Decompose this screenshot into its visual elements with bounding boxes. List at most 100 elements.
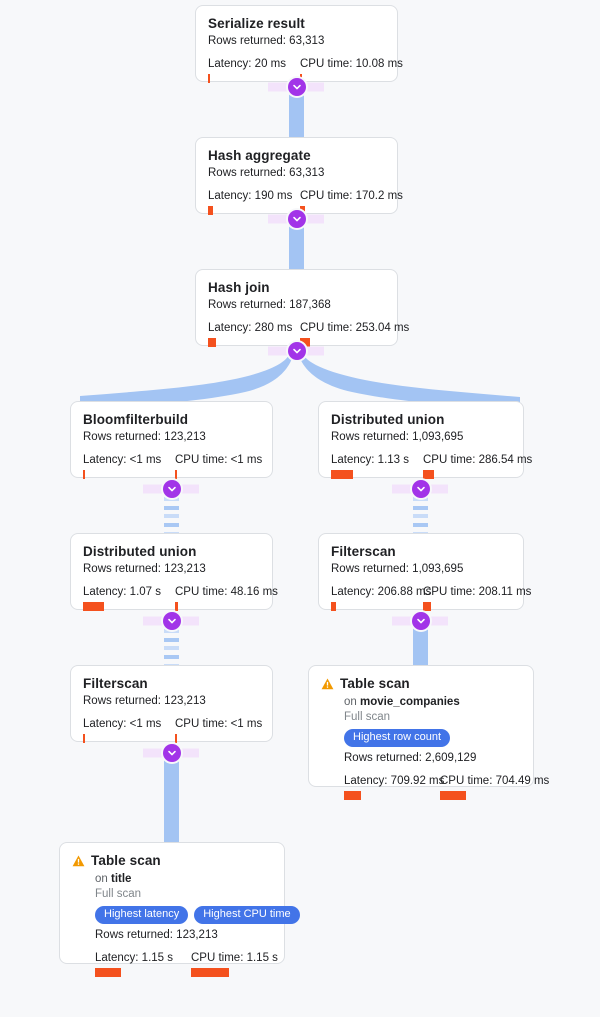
table-name: movie_companies — [360, 696, 460, 708]
cpu-bar — [300, 206, 305, 215]
collapse-handle-filterscan-left[interactable] — [163, 744, 181, 762]
node-hash-join[interactable]: Hash join Rows returned: 187,368 Latency… — [195, 269, 409, 347]
latency-metric: Latency: 709.92 ms — [344, 774, 445, 800]
collapse-handle-distributed-union-left[interactable] — [163, 612, 181, 630]
node-table-scan-movie-companies[interactable]: Table scan on movie_companies Full scan … — [308, 665, 549, 800]
collapse-handle-filterscan-right[interactable] — [412, 612, 430, 630]
node-header: Table scan — [72, 852, 272, 872]
node-distributed-union-right[interactable]: Distributed union Rows returned: 1,093,6… — [318, 401, 532, 479]
node-title: Serialize result — [208, 16, 305, 31]
cpu-bar — [423, 602, 431, 611]
cpu-label: CPU time: 10.08 ms — [300, 58, 403, 70]
rows-returned: Rows returned: 123,213 — [83, 695, 206, 707]
cpu-label: CPU time: 170.2 ms — [300, 190, 403, 202]
node-hash-aggregate[interactable]: Hash aggregate Rows returned: 63,313 Lat… — [195, 137, 403, 215]
edge-serialize-to-hash-aggregate — [289, 86, 304, 138]
cpu-label: CPU time: 286.54 ms — [423, 454, 533, 466]
node-distributed-union-left[interactable]: Distributed union Rows returned: 123,213… — [70, 533, 278, 611]
rows-returned: Rows returned: 123,213 — [95, 929, 218, 941]
latency-label: Latency: 20 ms — [208, 58, 286, 70]
cpu-label: CPU time: <1 ms — [175, 718, 263, 730]
warning-triangle-icon — [321, 677, 334, 695]
latency-bar — [331, 602, 336, 611]
latency-label: Latency: 709.92 ms — [344, 775, 445, 787]
rows-returned: Rows returned: 1,093,695 — [331, 563, 464, 575]
chevron-down-icon — [293, 84, 301, 90]
chevron-down-icon — [417, 486, 425, 492]
node-title: Hash aggregate — [208, 148, 311, 163]
latency-metric: Latency: 206.88 ms — [331, 585, 432, 611]
node-header: Filterscan — [83, 675, 260, 692]
on-label: on — [95, 873, 108, 885]
node-title: Distributed union — [331, 412, 445, 427]
node-header: Bloomfilterbuild — [83, 411, 260, 428]
node-bloomfilterbuild[interactable]: Bloomfilterbuild Rows returned: 123,213 … — [70, 401, 273, 479]
latency-bar — [208, 74, 210, 83]
latency-metric: Latency: 280 ms — [208, 321, 300, 347]
node-body: on movie_companies Full scan Highest row… — [321, 695, 549, 800]
node-header: Table scan — [321, 675, 521, 695]
node-header: Hash aggregate — [208, 147, 385, 164]
status-badge: Highest latency — [95, 906, 189, 924]
node-header: Distributed union — [83, 543, 260, 560]
warning-triangle-icon — [72, 854, 85, 872]
node-header: Hash join — [208, 279, 385, 296]
table-reference: on title — [95, 872, 272, 887]
node-serialize-result[interactable]: Serialize result Rows returned: 63,313 L… — [195, 5, 403, 83]
node-metrics: Latency: <1 ms CPU time: <1 ms — [83, 453, 263, 479]
cpu-metric: CPU time: 286.54 ms — [423, 453, 532, 479]
node-filterscan-right[interactable]: Filterscan Rows returned: 1,093,695 Late… — [318, 533, 531, 611]
collapse-handle-distributed-union-right[interactable] — [412, 480, 430, 498]
cpu-metric: CPU time: 253.04 ms — [300, 321, 409, 347]
rows-returned: Rows returned: 63,313 — [208, 35, 325, 47]
latency-bar — [83, 602, 104, 611]
rows-returned: Rows returned: 1,093,695 — [331, 431, 464, 443]
cpu-label: CPU time: 1.15 s — [191, 952, 278, 964]
latency-metric: Latency: 20 ms — [208, 57, 300, 83]
cpu-metric: CPU time: 208.11 ms — [423, 585, 531, 611]
collapse-handle-hash-aggregate[interactable] — [288, 210, 306, 228]
latency-bar — [344, 791, 361, 800]
node-title: Table scan — [91, 853, 161, 868]
cpu-label: CPU time: 48.16 ms — [175, 586, 278, 598]
cpu-metric: CPU time: 10.08 ms — [300, 57, 403, 83]
cpu-label: CPU time: 208.11 ms — [423, 586, 532, 598]
edge-filterscan-to-table-scan-title — [164, 752, 179, 846]
cpu-bar — [175, 734, 177, 743]
node-metrics: Latency: 1.13 s CPU time: 286.54 ms — [331, 453, 532, 479]
cpu-bar — [191, 968, 229, 977]
node-metrics: Latency: <1 ms CPU time: <1 ms — [83, 717, 263, 743]
node-metrics: Latency: 190 ms CPU time: 170.2 ms — [208, 189, 403, 215]
chevron-down-icon — [168, 618, 176, 624]
cpu-label: CPU time: 253.04 ms — [300, 322, 410, 334]
latency-label: Latency: 206.88 ms — [331, 586, 432, 598]
status-badge: Highest row count — [344, 729, 451, 747]
latency-label: Latency: 1.13 s — [331, 454, 409, 466]
cpu-metric: CPU time: 48.16 ms — [175, 585, 278, 611]
latency-bar — [95, 968, 121, 977]
badge-list: Highest latency Highest CPU time — [95, 906, 300, 924]
collapse-handle-serialize-result[interactable] — [288, 78, 306, 96]
node-filterscan-left[interactable]: Filterscan Rows returned: 123,213 Latenc… — [70, 665, 273, 743]
latency-metric: Latency: <1 ms — [83, 453, 175, 479]
scan-type: Full scan — [95, 888, 142, 900]
latency-bar — [208, 338, 216, 347]
node-header: Serialize result — [208, 15, 385, 32]
latency-metric: Latency: 1.15 s — [95, 951, 191, 977]
node-body: on title Full scan Highest latency Highe… — [72, 872, 300, 977]
table-reference: on movie_companies — [344, 695, 521, 710]
node-title: Bloomfilterbuild — [83, 412, 189, 427]
node-header: Distributed union — [331, 411, 511, 428]
collapse-handle-bloomfilterbuild[interactable] — [163, 480, 181, 498]
node-metrics: Latency: 709.92 ms CPU time: 704.49 ms — [344, 774, 549, 800]
latency-label: Latency: 190 ms — [208, 190, 293, 202]
cpu-bar — [440, 791, 466, 800]
node-metrics: Latency: 1.15 s CPU time: 1.15 s — [95, 951, 278, 977]
status-badge: Highest CPU time — [194, 906, 300, 924]
chevron-down-icon — [417, 618, 425, 624]
cpu-label: CPU time: <1 ms — [175, 454, 263, 466]
node-table-scan-title[interactable]: Table scan on title Full scan Highest la… — [59, 842, 300, 977]
latency-metric: Latency: 1.13 s — [331, 453, 423, 479]
cpu-bar — [175, 470, 177, 479]
collapse-handle-hash-join[interactable] — [288, 342, 306, 360]
